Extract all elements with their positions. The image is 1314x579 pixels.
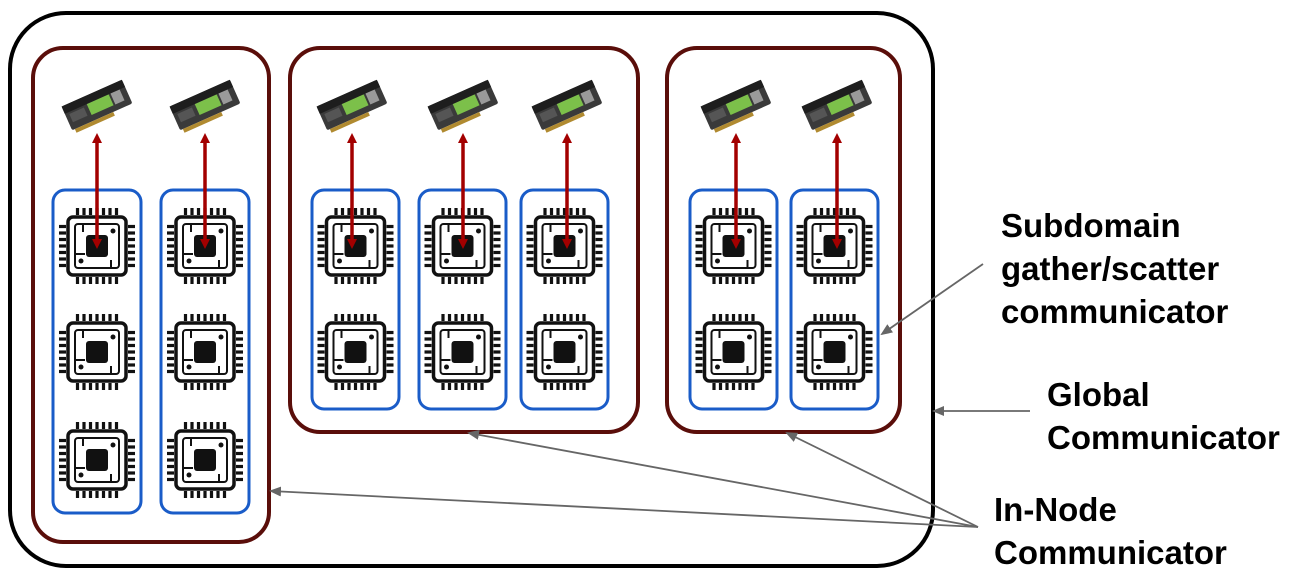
in-node-pointer — [467, 429, 979, 528]
cpu-chip-icon — [59, 422, 135, 498]
gpu-card-icon — [316, 79, 387, 133]
gpu-card-icon — [531, 79, 602, 133]
gpu-card-icon — [700, 79, 771, 133]
cpu-chip-icon — [796, 208, 873, 284]
subdomain-pointer — [880, 263, 984, 336]
in-node-pointer — [785, 432, 979, 528]
in-node-communicator — [665, 46, 902, 434]
subdomain-communicator-label: Subdomain gather/scatter communicator — [1001, 204, 1228, 333]
label-line: gather/scatter — [1001, 250, 1220, 287]
cpu-chip-icon — [526, 208, 603, 284]
node-box — [665, 46, 902, 434]
subdomain-communicator — [519, 188, 610, 411]
in-node-pointer — [269, 486, 979, 528]
gpu-card-icon — [801, 79, 872, 133]
cpu-chip-icon — [424, 208, 501, 284]
gpu-card-icon — [61, 79, 132, 133]
label-line: communicator — [1001, 293, 1229, 330]
cpu-chip-icon — [317, 208, 394, 284]
global-communicator-label: Global Communicator — [1047, 373, 1280, 459]
cpu-chip-icon — [59, 208, 135, 284]
subdomain-communicator — [51, 188, 143, 515]
label-line: In-Node — [994, 491, 1117, 528]
cpu-chip-icon — [59, 314, 135, 390]
cpu-chip-icon — [424, 314, 501, 390]
cpu-chip-icon — [695, 314, 772, 390]
gpu-card-icon — [427, 79, 498, 133]
subdomain-communicator — [688, 188, 779, 411]
cpu-chip-icon — [526, 314, 603, 390]
in-node-communicator — [31, 46, 271, 544]
in-node-communicator — [288, 46, 640, 434]
cpu-chip-icon — [317, 314, 394, 390]
global-communicator-box — [8, 11, 935, 568]
cpu-chip-icon — [695, 208, 772, 284]
node-box — [288, 46, 640, 434]
node-box — [31, 46, 271, 544]
label-line: Communicator — [1047, 419, 1280, 456]
label-line: Communicator — [994, 534, 1227, 571]
cpu-chip-icon — [167, 422, 243, 498]
label-line: Global — [1047, 376, 1150, 413]
subdomain-communicator — [310, 188, 401, 411]
label-line: Subdomain — [1001, 207, 1181, 244]
subdomain-communicator — [789, 188, 880, 411]
gpu-card-icon — [169, 79, 240, 133]
cpu-chip-icon — [167, 314, 243, 390]
in-node-communicator-label: In-Node Communicator — [994, 488, 1227, 574]
cpu-chip-icon — [796, 314, 873, 390]
